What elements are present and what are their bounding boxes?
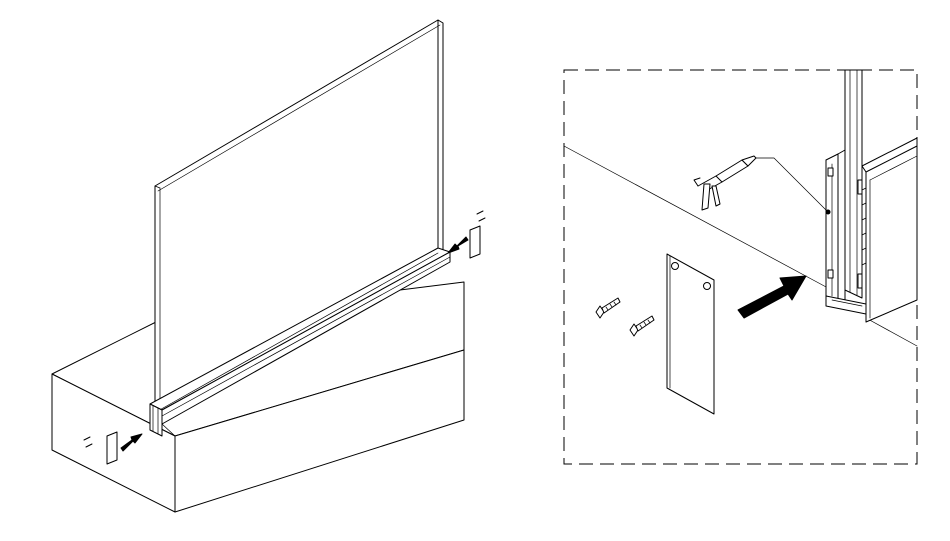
screw-1: [595, 297, 621, 319]
leader-dot: [825, 209, 831, 215]
insert-arrow-icon: [737, 275, 807, 319]
detail-view: [563, 69, 918, 465]
screw-hole-bottom: [703, 282, 711, 290]
detail-frame: [563, 69, 918, 465]
end-cap-plate: [106, 431, 118, 465]
channel-end-profile: [149, 403, 163, 437]
gun-tube: [715, 159, 749, 183]
end-cap-detail: [666, 253, 715, 415]
panel-behind: [865, 144, 918, 323]
channel-detail: [825, 69, 918, 323]
panel-top-edge: [861, 137, 918, 173]
end-cap-plate-detail: [666, 253, 715, 415]
base-channel: [149, 247, 451, 437]
end-cap-left: [83, 431, 143, 465]
arrow-right-icon: [120, 433, 143, 452]
caulking-gun: [693, 155, 831, 215]
end-cap-plate: [469, 225, 481, 259]
glass-edge: [437, 19, 444, 253]
screw-hole-top: [671, 262, 679, 270]
screw-2: [629, 315, 655, 337]
gun-handle: [701, 183, 711, 211]
channel-base: [825, 295, 867, 315]
gun-trigger: [711, 185, 721, 207]
channel-flange: [837, 149, 846, 303]
box-right-face: [174, 349, 465, 513]
arrow-left-icon: [447, 236, 469, 254]
end-cap-right: [447, 210, 486, 259]
leader-line: [755, 157, 829, 213]
floor-edge: [563, 145, 829, 289]
